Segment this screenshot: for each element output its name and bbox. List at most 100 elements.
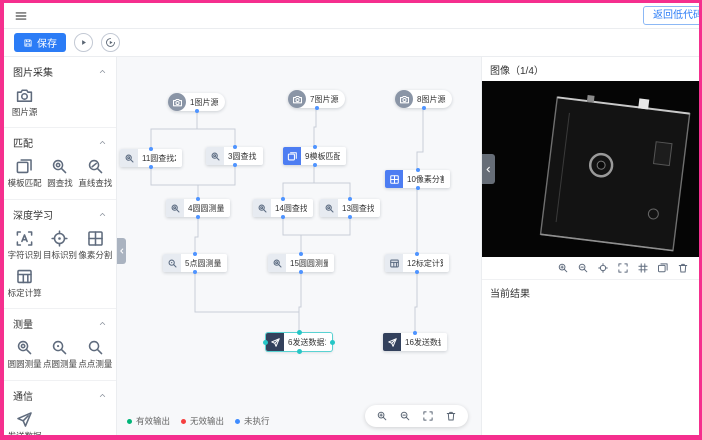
image-fullscreen-button[interactable] [617,262,629,274]
input-port[interactable] [312,145,317,149]
fit-view-icon [422,410,434,422]
clear-canvas-button[interactable] [445,410,457,422]
output-port[interactable] [312,163,317,167]
play-icon [78,37,89,48]
image-toolbar [482,257,699,280]
tool-point-point-measure[interactable]: 点点测量 [78,338,113,369]
tool-point-circle-measure[interactable]: 点圆测量 [42,338,77,369]
image-grid-button[interactable] [637,262,649,274]
flow-canvas[interactable]: 1图片源1 7图片源2 8图片源3 11圆查找2 3圆查找1 [117,57,481,435]
tool-label: 点圆测量 [42,359,77,370]
tool-template-match[interactable]: 模板匹配 [7,157,42,188]
tool-circle-find[interactable]: 圆查找 [42,157,77,188]
selection-handle[interactable] [263,339,268,345]
table-icon [385,254,403,272]
node-pixel-segmentation-1[interactable]: 10像素分割1 [385,168,450,190]
section-header-match[interactable]: 匹配 [4,128,116,154]
output-port[interactable] [281,215,285,219]
input-port[interactable] [348,197,352,201]
tool-line-find[interactable]: 直线查找 [78,157,113,188]
node-calibration-calc-1[interactable]: 12标定计算1 [385,252,449,274]
output-port[interactable] [348,215,352,219]
chevron-up-icon [98,210,107,219]
segmentation-icon [385,170,403,188]
section-communication: 通信 发送数据 [4,381,116,435]
section-header-deep-learning[interactable]: 深度学习 [4,200,116,226]
node-image-source-3[interactable]: 8图片源3 [395,90,452,110]
node-send-data-2[interactable]: 16发送数据2 [383,331,447,351]
back-to-lowcode-button[interactable]: 返回低代码 [643,6,699,25]
node-circle-find-4[interactable]: 14圆查找4 [253,197,313,219]
image-compare-button[interactable] [657,262,669,274]
tool-send-data[interactable]: 发送数据 [7,410,42,435]
node-image-source-1[interactable]: 1图片源1 [168,93,225,113]
input-port[interactable] [281,197,285,201]
tool-calibration-calc[interactable]: 标定计算 [7,267,42,298]
selection-handle[interactable] [296,349,302,354]
input-port[interactable] [193,252,197,256]
input-port[interactable] [232,145,237,149]
output-port[interactable] [415,270,419,274]
node-circle-find-1[interactable]: 3圆查找1 [206,145,263,167]
input-port[interactable] [415,252,419,256]
input-port[interactable] [413,331,417,335]
node-circle-circle-measure-3[interactable]: 15圆圆测量3 [268,252,334,274]
image-locate-button[interactable] [597,262,609,274]
save-button[interactable]: 保存 [14,33,66,52]
output-port[interactable] [421,106,426,110]
output-port[interactable] [232,163,237,167]
zoom-in-button[interactable] [376,410,388,422]
selection-handle[interactable] [330,339,335,345]
output-port[interactable] [149,165,153,169]
input-port[interactable] [196,197,200,201]
tool-target-recognition[interactable]: 目标识别 [42,229,77,260]
output-port[interactable] [314,106,319,110]
input-port[interactable] [149,147,153,151]
section-header-communication[interactable]: 通信 [4,381,116,407]
tool-label: 发送数据 [8,431,42,435]
send-data-icon [383,333,401,351]
camera-icon [15,86,34,105]
output-port[interactable] [415,186,420,190]
section-header-measure[interactable]: 测量 [4,309,116,335]
menu-button[interactable] [12,7,30,25]
section-title: 测量 [13,320,33,332]
run-continuous-button[interactable] [101,33,120,52]
section-header-image-capture[interactable]: 图片采集 [4,57,116,83]
circle-find-icon [253,199,271,217]
collapse-sidebar-handle[interactable] [117,238,126,264]
output-port[interactable] [299,270,303,274]
circle-find-icon [320,199,338,217]
node-send-data-1[interactable]: 6发送数据1 [263,330,335,354]
run-once-button[interactable] [74,33,93,52]
image-preview[interactable] [482,81,699,257]
section-title: 深度学习 [13,210,53,222]
point-circle-measure-icon [50,338,69,357]
output-port[interactable] [194,109,199,113]
selection-handle[interactable] [296,330,302,335]
tool-image-source[interactable]: 图片源 [7,86,42,117]
input-port[interactable] [299,252,303,256]
line-find-icon [86,157,105,176]
tool-char-recognition[interactable]: 字符识别 [7,229,42,260]
node-template-match-1[interactable]: 9模板匹配1 [283,145,346,167]
result-panel-title: 当前结果 [490,289,530,300]
output-port[interactable] [196,215,200,219]
zoom-out-button[interactable] [399,410,411,422]
tool-pixel-segmentation[interactable]: 像素分割 [78,229,113,260]
image-delete-button[interactable] [677,262,689,274]
node-circle-find-2[interactable]: 11圆查找2 [120,147,182,169]
image-zoom-in-button[interactable] [557,262,569,274]
tool-circle-circle-measure[interactable]: 圆圆测量 [7,338,42,369]
prev-image-button[interactable] [482,154,495,184]
input-port[interactable] [415,168,420,172]
image-zoom-out-button[interactable] [577,262,589,274]
main-area: 图片采集 图片源 匹配 模板匹配 [4,57,699,435]
node-circle-find-3[interactable]: 13圆查找3 [320,197,380,219]
node-image-source-2[interactable]: 7图片源2 [288,90,345,110]
fit-view-button[interactable] [422,410,434,422]
legend-invalid-output: 无效输出 [181,415,224,427]
output-port[interactable] [193,270,197,274]
